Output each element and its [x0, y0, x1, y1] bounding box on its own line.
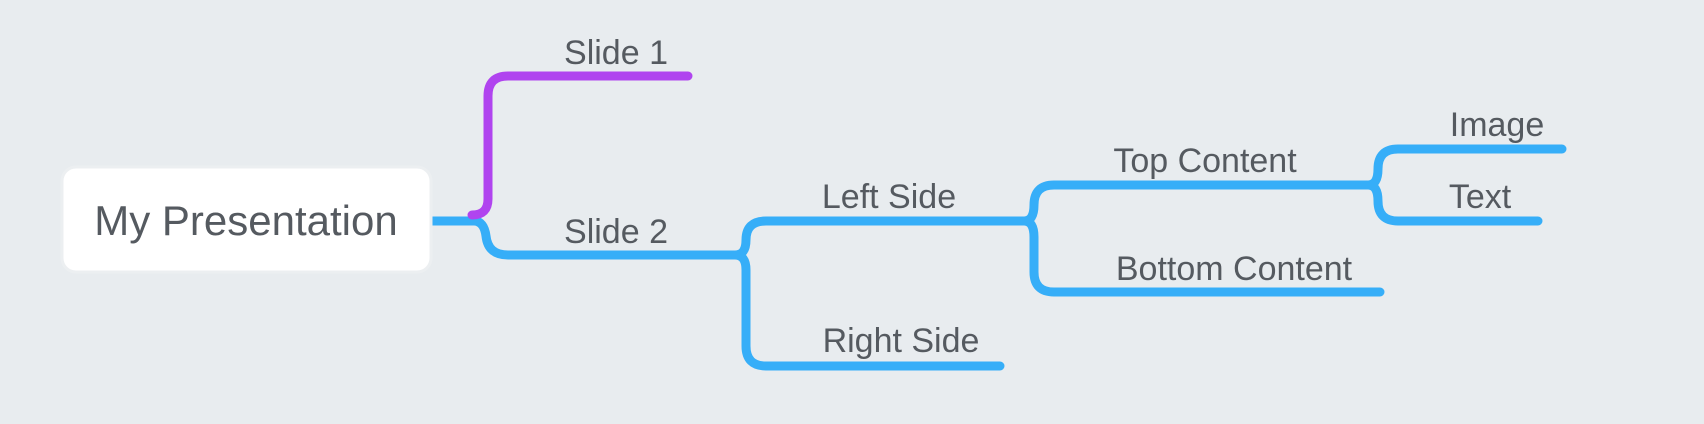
branch-root-to-slide1	[467, 71, 693, 220]
branch-slide2-to-left-side	[730, 216, 1029, 260]
node-image[interactable]: Image	[1450, 106, 1545, 144]
node-right-side[interactable]: Right Side	[823, 322, 980, 360]
branch-slide2-to-right-side	[730, 250, 1005, 371]
node-left-side[interactable]: Left Side	[822, 178, 956, 216]
node-text[interactable]: Text	[1449, 178, 1512, 216]
branch-root-to-slide2	[427, 216, 740, 260]
branch-left-side-to-top-content	[1019, 180, 1373, 226]
node-slide-1[interactable]: Slide 1	[564, 34, 668, 72]
root-node-label: My Presentation	[94, 197, 397, 244]
node-top-content[interactable]: Top Content	[1113, 142, 1297, 180]
node-slide-2[interactable]: Slide 2	[564, 213, 668, 251]
node-bottom-content[interactable]: Bottom Content	[1116, 250, 1353, 288]
branch-left-side-to-bottom-content	[1019, 216, 1385, 297]
root-node-box[interactable]	[60, 165, 433, 274]
branch-top-content-to-text	[1363, 180, 1543, 226]
